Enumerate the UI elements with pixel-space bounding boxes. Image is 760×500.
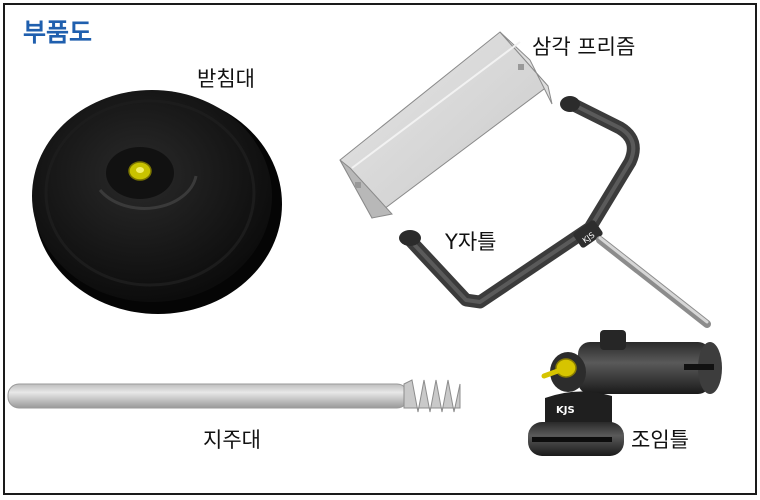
clamp-label: 조임틀 (631, 428, 689, 452)
yframe-label: Y자틀 (445, 230, 497, 254)
rod-thread (403, 379, 461, 413)
diagram-title: 부품도 (23, 18, 93, 47)
y-frame: KJS (399, 96, 711, 328)
triangular-prism (339, 31, 553, 219)
clamp-logo: KJS (556, 405, 575, 416)
base-label: 받침대 (197, 67, 255, 91)
base-disc (32, 90, 282, 314)
clamp: KJS (528, 330, 722, 456)
prism-label: 삼각 프리즘 (532, 35, 636, 59)
support-rod (7, 379, 461, 413)
rod-label: 지주대 (203, 428, 261, 452)
